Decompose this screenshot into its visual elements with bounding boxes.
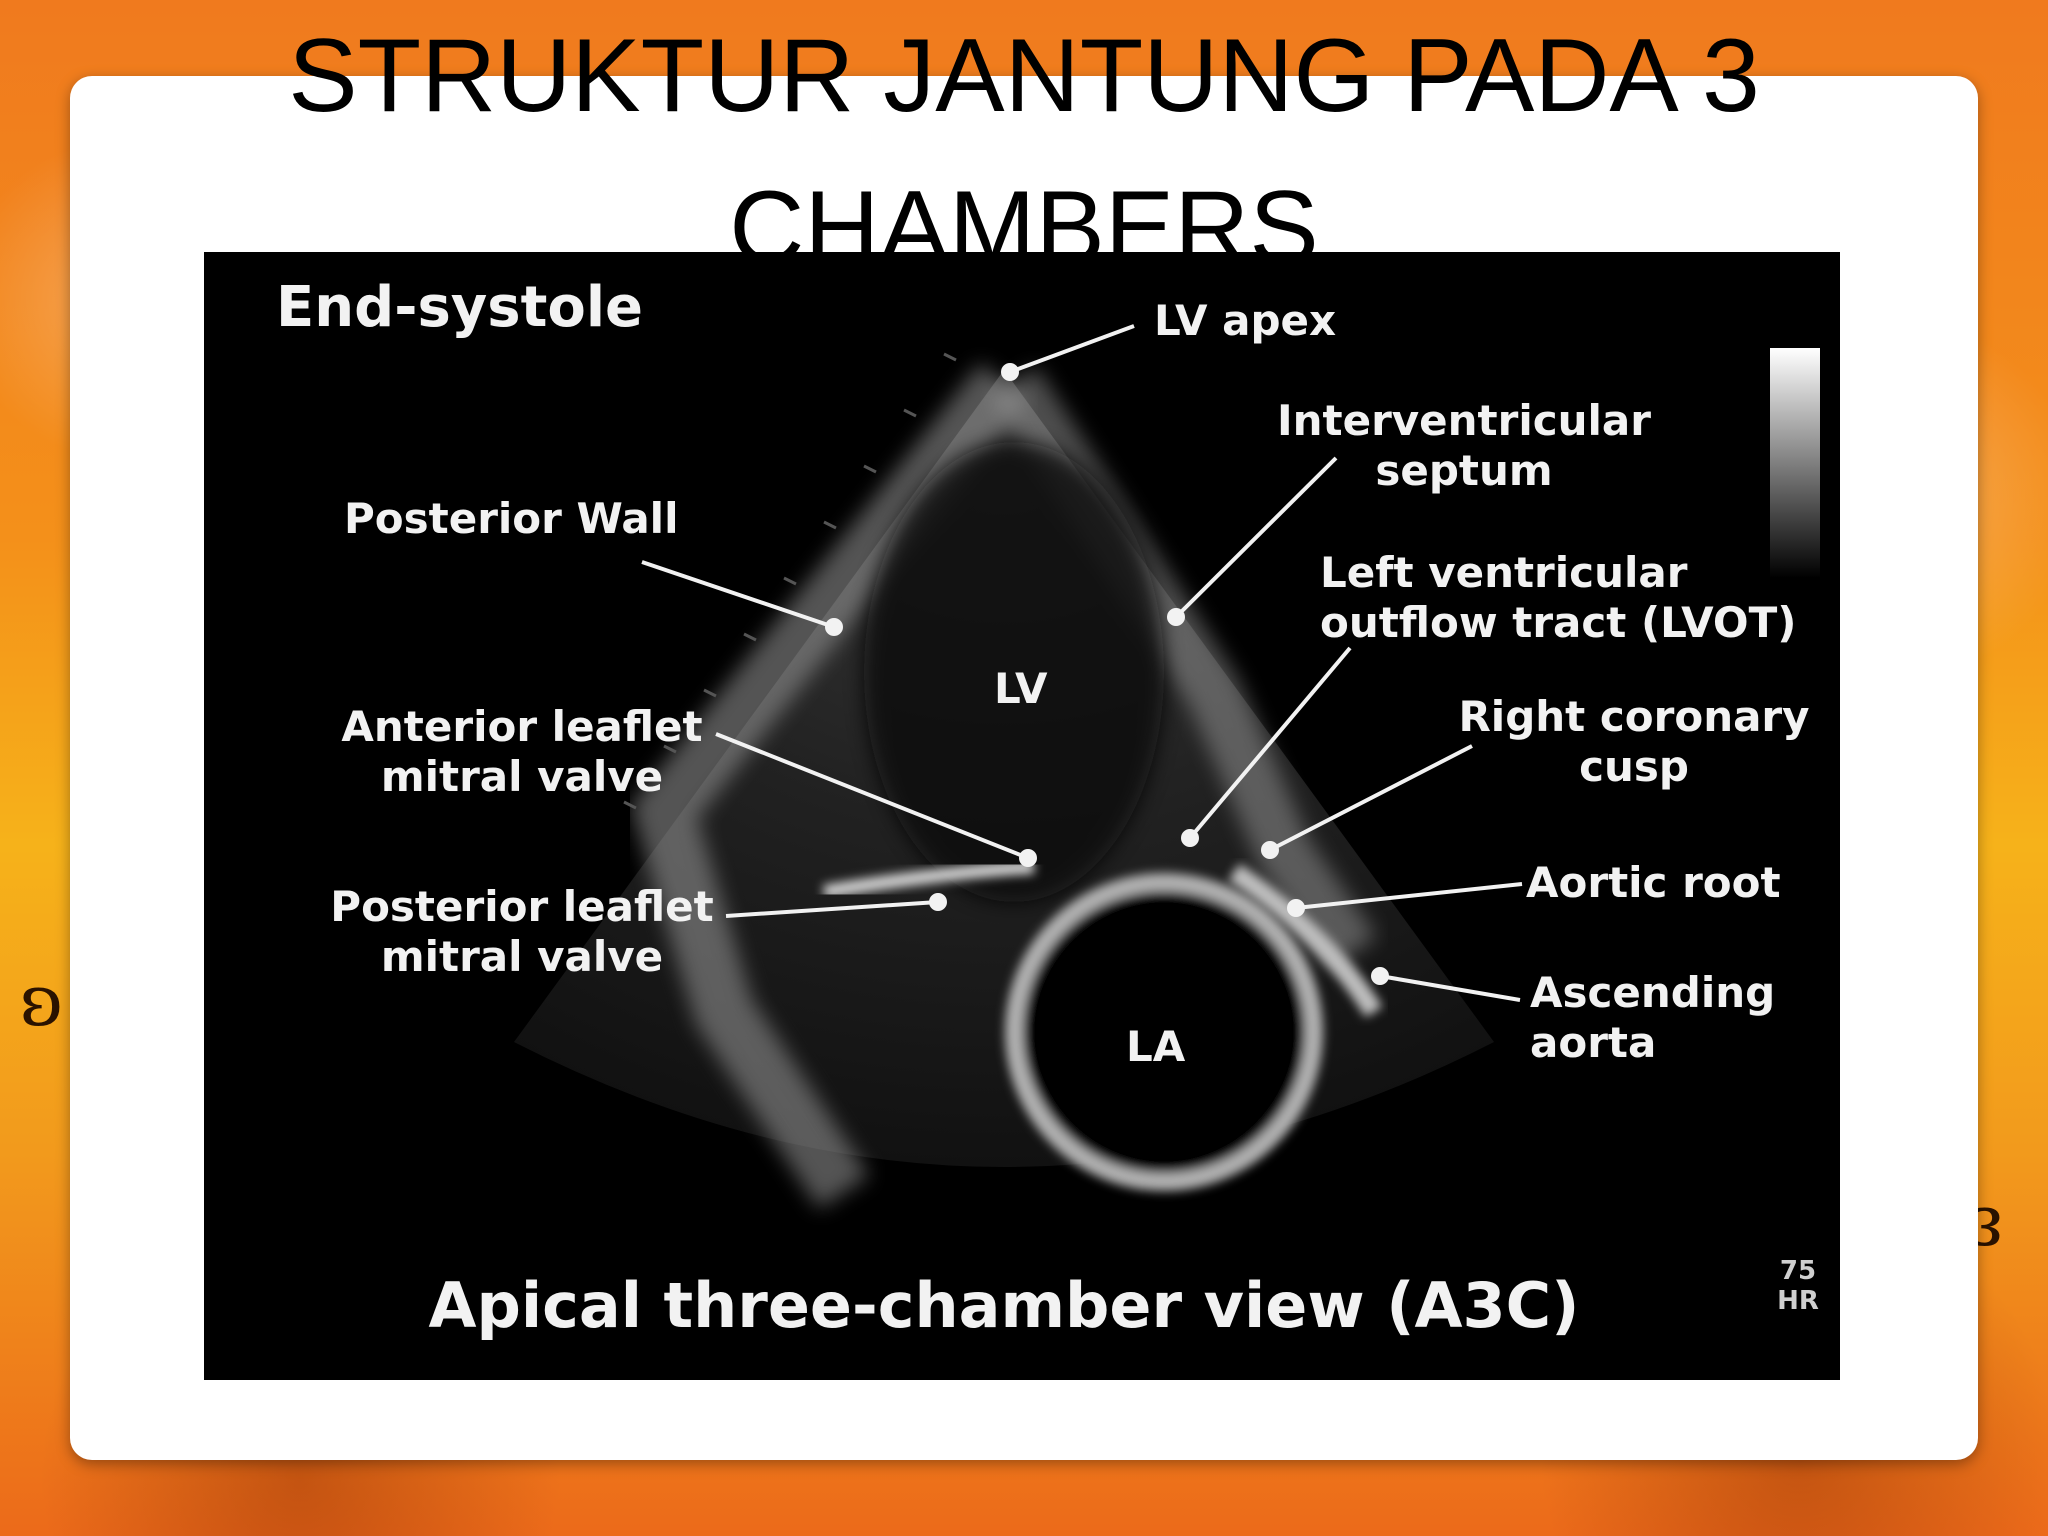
- slide-title: STRUKTUR JANTUNG PADA 3 CHAMBERS: [180, 0, 1868, 304]
- mitral-leaflets: [822, 860, 1035, 899]
- annotation-pointers: [641, 324, 1523, 1002]
- ascending-aorta-line-2: aorta: [1530, 1018, 1657, 1067]
- lv-apex-label: LV apex: [1154, 296, 1337, 345]
- lvot-label: Left ventricular outflow tract (LVOT): [1320, 548, 1796, 648]
- lvot-line-2: outflow tract (LVOT): [1320, 598, 1797, 647]
- slide-title-line-2: CHAMBERS: [729, 170, 1319, 286]
- lvot-line-1: Left ventricular: [1320, 548, 1688, 597]
- aortic-root-label: Aortic root: [1526, 858, 1781, 907]
- interventricular-septum-line-1: Interventricular: [1276, 396, 1651, 445]
- anterior-leaflet-line-1: Anterior leaflet: [341, 702, 703, 751]
- ultrasound-graphic: [514, 324, 1820, 1209]
- aortic-root-tissue: [1228, 863, 1383, 1018]
- posterior-leaflet-line-1: Posterior leaflet: [330, 882, 714, 931]
- lv-cavity: [864, 442, 1164, 902]
- grayscale-bar: [1770, 348, 1820, 578]
- anterior-leaflet-line-2: mitral valve: [380, 752, 664, 801]
- posterior-wall-tissue: [630, 363, 1028, 1209]
- interventricular-septum-label: Interventricular septum: [1274, 396, 1654, 496]
- phase-label: End-systole: [276, 275, 644, 340]
- ascending-aorta-line-1: Ascending: [1530, 968, 1776, 1017]
- heart-rate-value: 75: [1779, 1256, 1817, 1286]
- right-coronary-cusp-line-1: Right coronary: [1458, 692, 1810, 741]
- lv-chamber-label: LV: [994, 664, 1048, 713]
- ascending-aorta-label: Ascending aorta: [1530, 968, 1775, 1068]
- heart-rate-unit: HR: [1777, 1286, 1819, 1316]
- view-caption: Apical three-chamber view (A3C): [428, 1269, 1580, 1342]
- posterior-leaflet-label: Posterior leaflet mitral valve: [322, 882, 722, 982]
- slide-title-line-1: STRUKTUR JANTUNG PADA 3: [288, 18, 1760, 134]
- posterior-wall-label: Posterior Wall: [344, 494, 679, 543]
- depth-ticks: [623, 352, 957, 810]
- anterior-leaflet-label: Anterior leaflet mitral valve: [332, 702, 712, 802]
- la-chamber-label: LA: [1126, 1022, 1186, 1071]
- posterior-leaflet-line-2: mitral valve: [380, 932, 664, 981]
- heart-rate-readout: 75 HR: [1768, 1256, 1828, 1316]
- echocardiogram-image: End-systole LV apex Interventricular sep…: [204, 252, 1840, 1380]
- interventricular-septum-line-2: septum: [1375, 446, 1553, 495]
- right-coronary-cusp-line-2: cusp: [1579, 742, 1689, 791]
- decorative-swirl-left: ʚ: [20, 960, 63, 1042]
- right-coronary-cusp-label: Right coronary cusp: [1454, 692, 1814, 792]
- la-cavity: [1005, 873, 1323, 1191]
